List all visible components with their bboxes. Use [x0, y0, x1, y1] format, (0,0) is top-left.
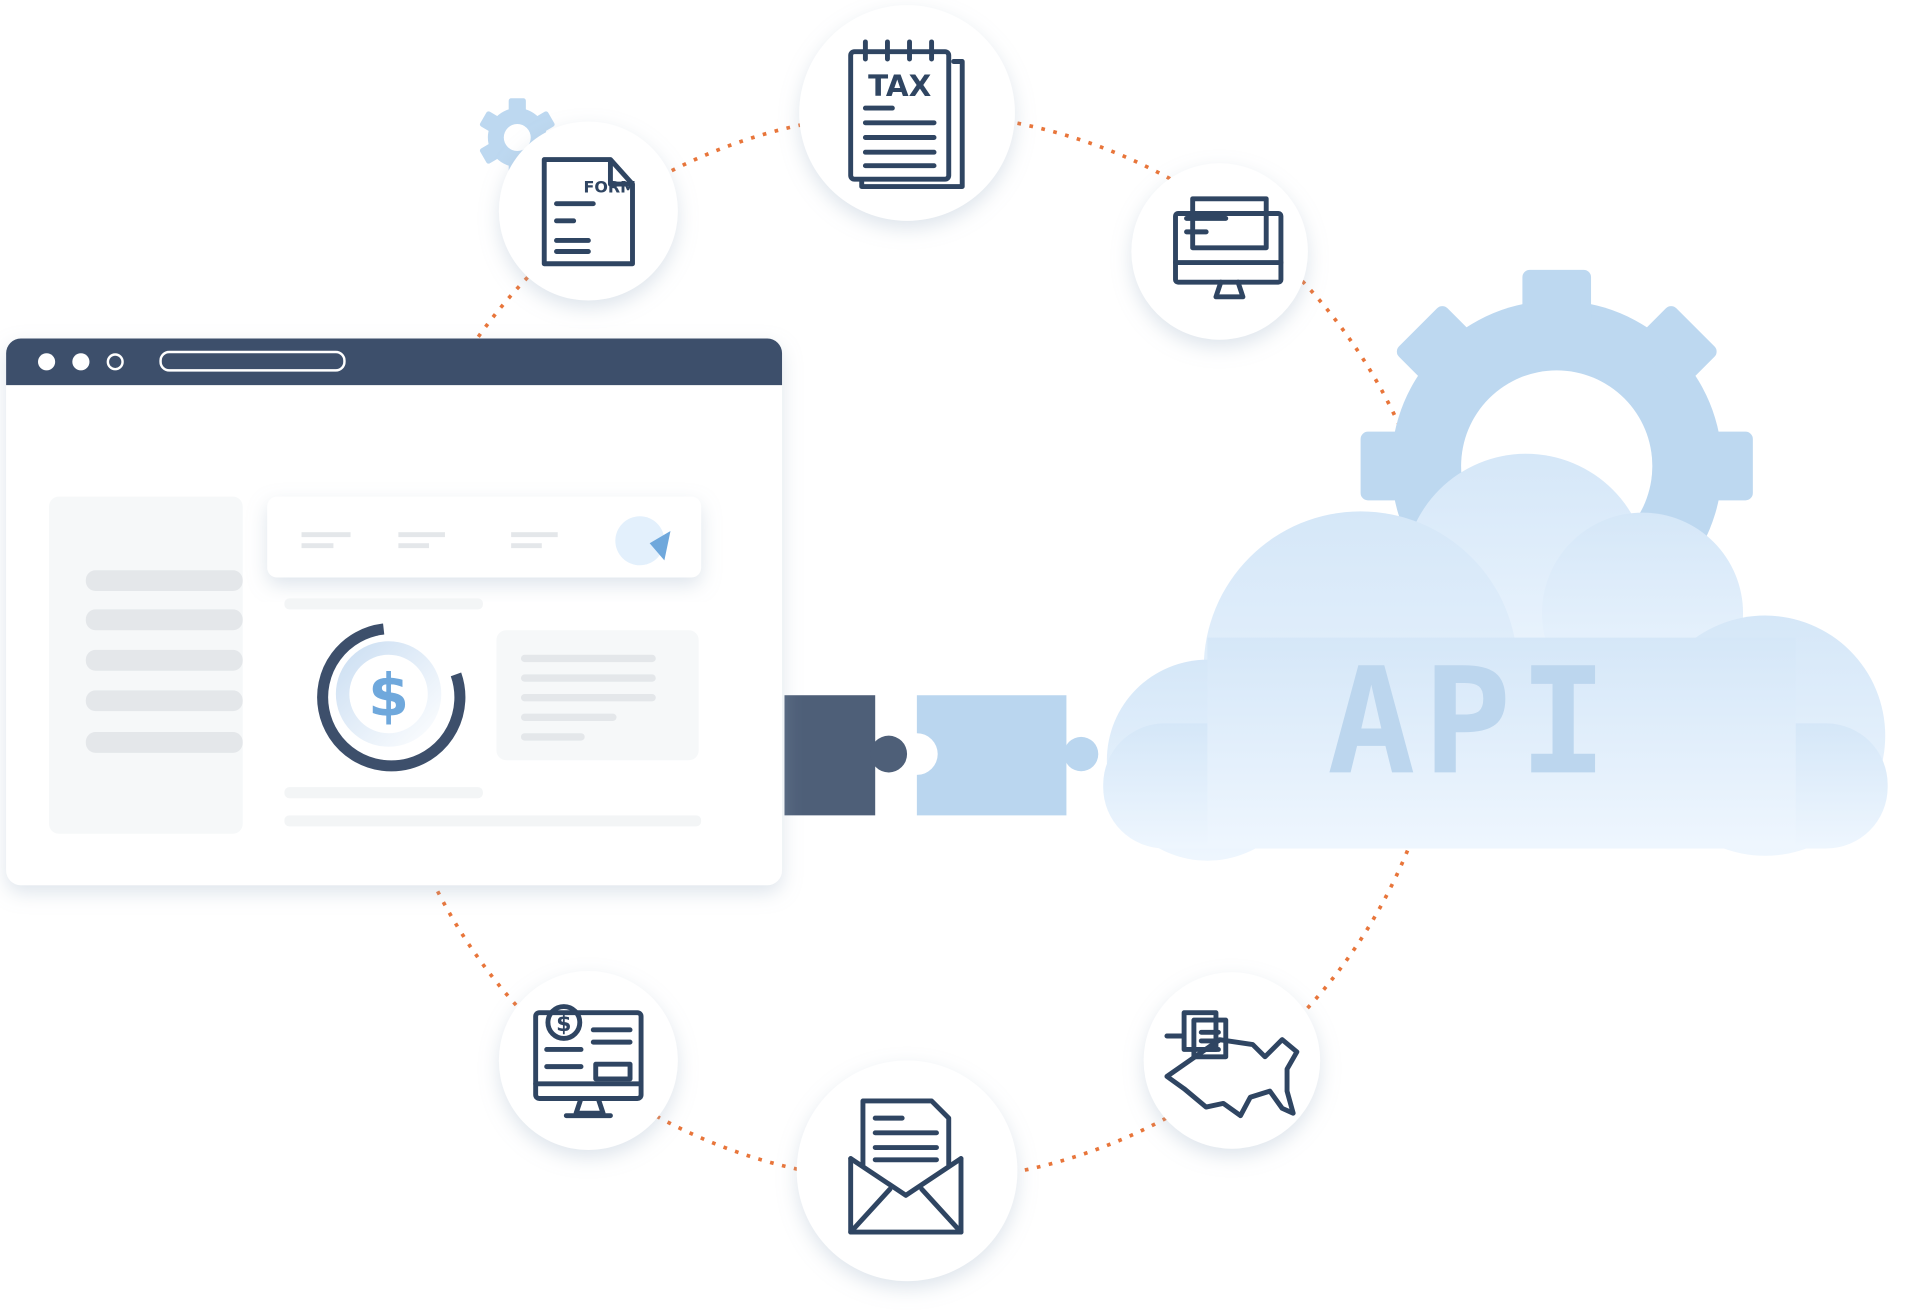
tax-node[interactable]: TAX [799, 5, 1015, 221]
envelope-letter-icon [848, 1098, 964, 1235]
address-bar[interactable] [159, 350, 346, 372]
payroll-dollar: $ [556, 1012, 571, 1037]
dollar-sign: $ [368, 661, 409, 730]
desktop-node[interactable] [1131, 163, 1308, 340]
puzzle-connector [784, 695, 1099, 816]
mail-node[interactable] [796, 1060, 1018, 1282]
form-label: FORM [583, 178, 636, 197]
usa-node[interactable] [1143, 972, 1321, 1149]
api-label: API [1327, 635, 1615, 807]
window-dot-3[interactable] [106, 353, 124, 371]
payroll-monitor-icon: $ [533, 1004, 644, 1119]
browser-window: $ [6, 338, 783, 886]
form-document-icon: FORM [541, 157, 636, 267]
pie-chart-icon [615, 516, 671, 566]
api-cloud [1103, 453, 1888, 861]
payroll-node[interactable]: $ [498, 971, 678, 1150]
window-dot-1[interactable] [37, 353, 56, 371]
tax-notepad-icon: TAX [848, 39, 965, 189]
desktop-document-icon [1173, 196, 1284, 300]
us-map-document-icon [1164, 1010, 1300, 1119]
dollar-coin-icon: $ [317, 623, 466, 772]
form-node[interactable]: FORM [498, 121, 678, 301]
tax-label: TAX [868, 69, 932, 103]
stats-card [267, 496, 702, 578]
window-dot-2[interactable] [72, 353, 90, 371]
